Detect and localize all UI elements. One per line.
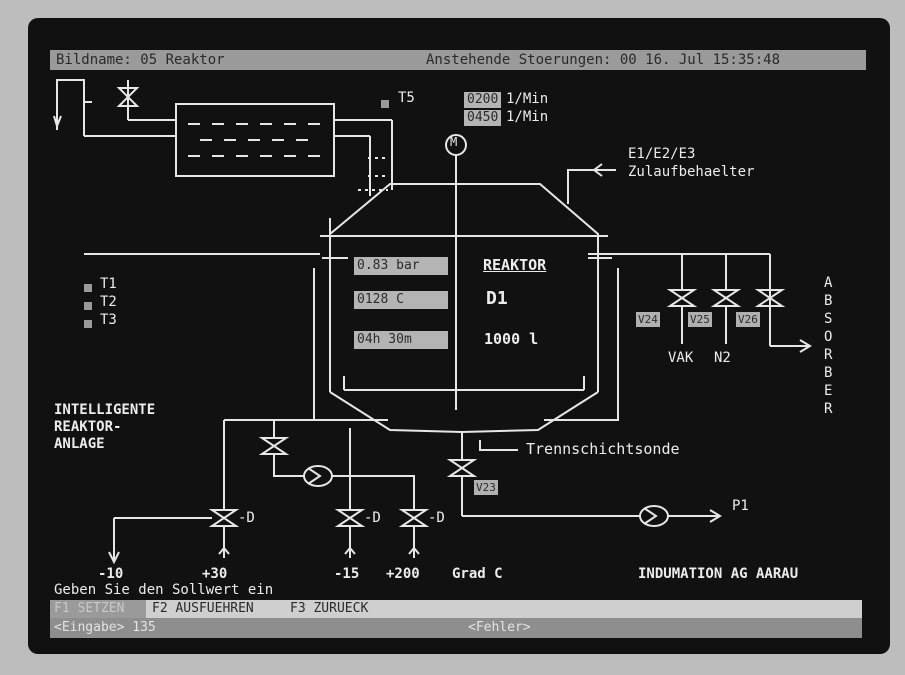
valve-v25-tag[interactable]: V25 bbox=[688, 312, 712, 327]
header-alarm-bar: Anstehende Stoerungen: 00 16. Jul 15:35:… bbox=[420, 50, 866, 70]
motor-symbol: M bbox=[450, 135, 458, 149]
feed-label-2: Zulaufbehaelter bbox=[628, 164, 755, 180]
reactor-bottom bbox=[329, 391, 599, 434]
t5-label: T5 bbox=[398, 90, 415, 106]
absorber-letter: R bbox=[824, 347, 833, 363]
f1-button[interactable]: F1 SETZEN bbox=[54, 601, 125, 616]
absorber-letter: E bbox=[824, 383, 833, 399]
t3-label: T3 bbox=[100, 312, 117, 328]
condenser bbox=[175, 103, 335, 177]
temp-setpoint-4[interactable]: +200 bbox=[386, 566, 420, 582]
feed-label-1: E1/E2/E3 bbox=[628, 146, 696, 162]
valve-d-label: -D bbox=[364, 510, 381, 526]
rate1-unit: 1/Min bbox=[506, 91, 549, 107]
process-diagram bbox=[53, 79, 812, 565]
temp-setpoint-1[interactable]: -10 bbox=[98, 566, 124, 582]
trennschichtsonde-label: Trennschichtsonde bbox=[526, 440, 680, 458]
f2-button[interactable]: F2 AUSFUEHREN bbox=[152, 601, 254, 616]
absorber-label: A B S O R B E R bbox=[824, 274, 832, 418]
f3-button[interactable]: F3 ZURUECK bbox=[290, 601, 369, 616]
n2-label: N2 bbox=[714, 350, 731, 366]
alarm-status: Anstehende Stoerungen: 00 16. Jul 15:35:… bbox=[426, 52, 781, 68]
temp-unit: Grad C bbox=[452, 566, 503, 582]
t2-label: T2 bbox=[100, 294, 117, 310]
t1-label: T1 bbox=[100, 276, 117, 292]
plant-title-1: INTELLIGENTE bbox=[54, 402, 156, 418]
valve-v23-tag[interactable]: V23 bbox=[474, 480, 498, 495]
valve-v26-tag[interactable]: V26 bbox=[736, 312, 760, 327]
reactor-title: REAKTOR bbox=[483, 256, 547, 274]
valve-d-label: -D bbox=[238, 510, 255, 526]
absorber-letter: B bbox=[824, 293, 833, 309]
absorber-letter: O bbox=[824, 329, 833, 345]
absorber-letter: R bbox=[824, 401, 833, 417]
pressure-field[interactable]: 0.83 bar bbox=[354, 257, 448, 275]
function-key-bar bbox=[50, 600, 862, 618]
reactor-name: D1 bbox=[486, 288, 508, 309]
error-status: <Fehler> bbox=[468, 620, 531, 635]
rate2-unit: 1/Min bbox=[506, 109, 549, 125]
t2-indicator bbox=[84, 302, 92, 310]
screen-name: Bildname: 05 Reaktor bbox=[56, 52, 225, 68]
absorber-letter: S bbox=[824, 311, 833, 327]
crt-screen: Bildname: 05 Reaktor Anstehende Stoerung… bbox=[28, 18, 890, 654]
inlet-pipe bbox=[56, 79, 92, 130]
valve-v24-tag[interactable]: V24 bbox=[636, 312, 660, 327]
company-name: INDUMATION AG AARAU bbox=[638, 566, 799, 582]
temperature-field[interactable]: 0128 C bbox=[354, 291, 448, 309]
reactor-volume: 1000 l bbox=[484, 330, 539, 348]
temp-setpoint-2[interactable]: +30 bbox=[202, 566, 228, 582]
rate1-field[interactable]: 0200 bbox=[464, 92, 502, 108]
valve-d-label: -D bbox=[428, 510, 445, 526]
absorber-letter: A bbox=[824, 275, 833, 291]
absorber-letter: B bbox=[824, 365, 833, 381]
temp-setpoint-3[interactable]: -15 bbox=[334, 566, 360, 582]
pump-p1-label: P1 bbox=[732, 498, 749, 514]
header-title-bar: Bildname: 05 Reaktor bbox=[50, 50, 421, 70]
input-status[interactable]: <Eingabe> 135 bbox=[54, 620, 156, 635]
vak-label: VAK bbox=[668, 350, 694, 366]
t1-indicator bbox=[84, 284, 92, 292]
f1-highlight bbox=[50, 600, 146, 618]
t3-indicator bbox=[84, 320, 92, 328]
plant-title-3: ANLAGE bbox=[54, 436, 105, 452]
duration-field[interactable]: 04h 30m bbox=[354, 331, 448, 349]
status-bar bbox=[50, 618, 862, 638]
rate2-field[interactable]: 0450 bbox=[464, 110, 502, 126]
plant-title-2: REAKTOR- bbox=[54, 419, 122, 435]
input-prompt: Geben Sie den Sollwert ein bbox=[54, 582, 274, 598]
t5-indicator bbox=[381, 100, 389, 108]
